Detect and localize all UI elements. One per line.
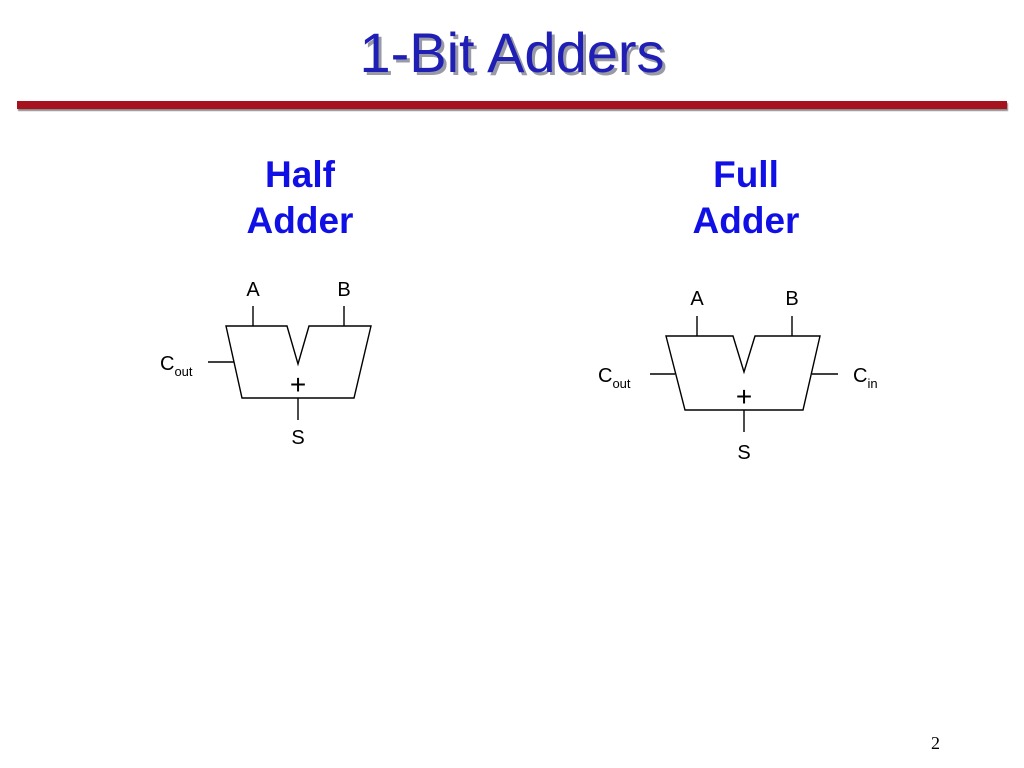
full-adder-symbol: A B Cout Cin + S (598, 288, 878, 464)
half-adder-heading-line2: Adder (246, 200, 354, 241)
half-adder-sum-label: S (291, 427, 304, 449)
full-adder-body (665, 335, 821, 411)
full-adder-carry-out-main: C (598, 365, 612, 387)
half-adder-input-b-label: B (337, 279, 350, 301)
full-adder-input-b-label: B (785, 288, 798, 310)
slide-title: 1-Bit Adders (359, 21, 665, 84)
half-adder-input-a-label: A (246, 279, 260, 301)
half-adder-body (225, 325, 372, 399)
half-adder-carry-out-main: C (160, 353, 174, 375)
full-adder-carry-in-label: Cin (853, 365, 878, 391)
full-adder-sum-label: S (737, 442, 750, 464)
page-number: 2 (931, 733, 940, 753)
half-adder-carry-out-sub: out (174, 364, 192, 379)
full-adder-carry-out-sub: out (612, 376, 630, 391)
full-adder-carry-out-label: Cout (598, 365, 631, 391)
half-adder-symbol: A B Cout + S (160, 279, 372, 449)
half-adder-carry-out-label: Cout (160, 353, 193, 379)
half-adder-operator: + (290, 369, 306, 400)
full-adder-carry-in-sub: in (867, 376, 877, 391)
full-adder-heading-line1: Full (713, 154, 779, 195)
title-divider (17, 101, 1007, 109)
half-adder-heading: Half Adder (200, 152, 400, 244)
full-adder-operator: + (736, 381, 752, 412)
full-adder-input-a-label: A (690, 288, 704, 310)
full-adder-carry-in-main: C (853, 365, 867, 387)
full-adder-heading-line2: Adder (692, 200, 800, 241)
full-adder-heading: Full Adder (646, 152, 846, 244)
half-adder-heading-line1: Half (265, 154, 335, 195)
